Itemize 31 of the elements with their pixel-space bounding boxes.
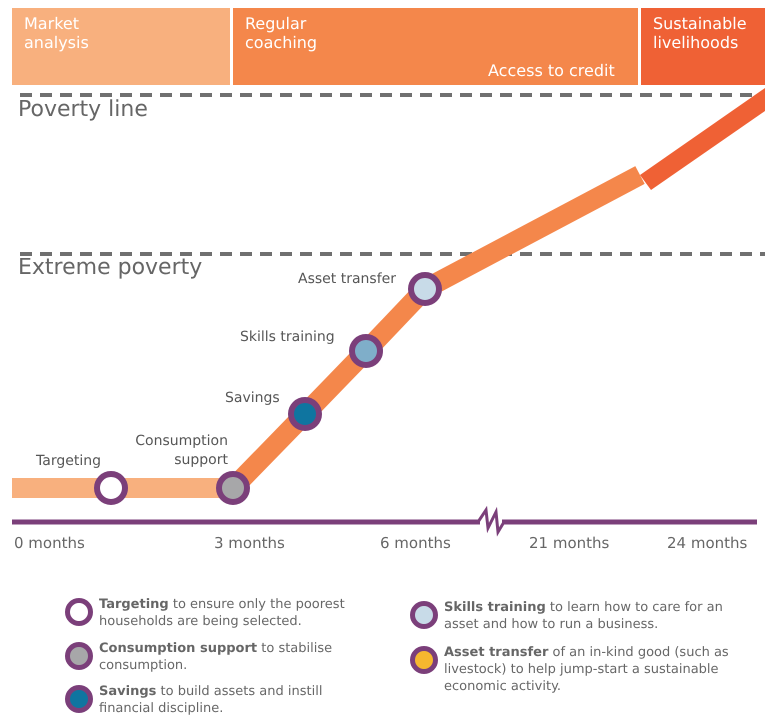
legend-text: Targeting to ensure only the poorest households are being selected. xyxy=(99,596,346,630)
milestone-circle xyxy=(216,471,250,505)
milestone-circle xyxy=(349,334,383,368)
milestone-circle xyxy=(94,471,128,505)
progress-line xyxy=(123,478,221,498)
legend-text: Skills training to learn how to care for an asset and how to run a business. xyxy=(444,599,724,633)
tick-label: 24 months xyxy=(667,534,748,552)
milestone-label: Consumption support xyxy=(134,432,228,470)
progress-line xyxy=(367,290,424,350)
phase-band: Market analysis xyxy=(12,8,230,85)
legend-text: Asset transfer of an in-kind good (such as livestock) to help jump-start a sustainable economic activity. xyxy=(444,644,730,695)
threshold-label: Poverty line xyxy=(18,97,148,122)
progress-line xyxy=(306,352,365,412)
tick-label: 3 months xyxy=(214,534,285,552)
milestone-label: Targeting xyxy=(36,452,101,471)
legend-text: Consumption support to stabilise consumption. xyxy=(99,640,334,674)
tick-label: 6 months xyxy=(380,534,451,552)
legend-text: Savings to build assets and instill financial discipline. xyxy=(99,683,324,717)
band-label: Access to credit xyxy=(488,61,615,80)
progress-line xyxy=(12,478,99,498)
milestone-circle xyxy=(408,272,442,306)
milestone-label: Skills training xyxy=(240,328,335,347)
progress-line xyxy=(430,88,765,292)
threshold-label: Extreme poverty xyxy=(18,255,202,280)
milestone-label: Asset transfer xyxy=(298,270,396,289)
progress-line xyxy=(234,416,304,486)
milestone-label: Savings xyxy=(225,389,280,408)
tick-label: 21 months xyxy=(529,534,610,552)
milestone-circle xyxy=(288,397,322,431)
phase-band: Sustainable livelihoods xyxy=(641,8,765,85)
tick-label: 0 months xyxy=(14,534,85,552)
